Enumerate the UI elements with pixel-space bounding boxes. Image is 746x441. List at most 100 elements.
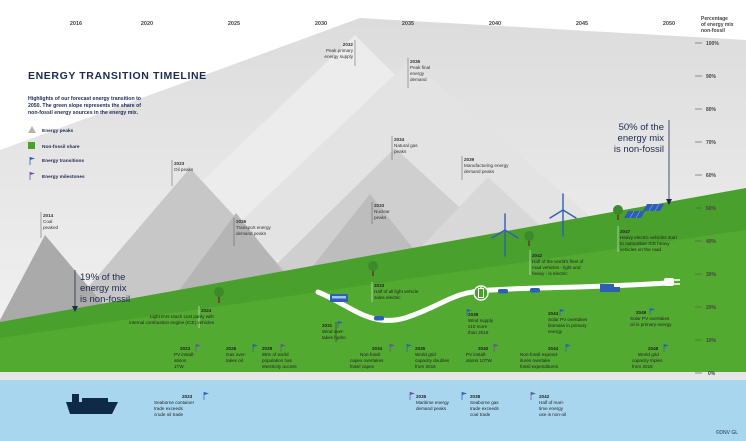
year-label: 2050 <box>663 21 675 27</box>
event-text: takes hydro <box>322 335 346 340</box>
event-year: 2042 <box>539 394 550 399</box>
blue-flag-icon <box>461 392 467 400</box>
road-event: 2047 Heavy electric vehicles start to ou… <box>617 226 678 252</box>
peak-annotation: 2026 Transport energy demand peaks <box>233 218 272 246</box>
event-text: population has <box>262 358 293 363</box>
event-year: 2031 <box>322 323 333 328</box>
wind-turbine-icon <box>491 213 519 257</box>
plug-icon <box>664 278 680 286</box>
bus-icon <box>330 294 348 302</box>
road-event: 2038 Wind supply x10 more than 2016 <box>466 309 494 335</box>
bottom-event: 2023 PV install- ations 1TW <box>174 344 201 369</box>
ship-icon <box>66 394 118 414</box>
event-text: 95% of world <box>262 352 289 357</box>
legend-item: Energy milestones <box>29 172 85 180</box>
peak-year: 2039 <box>464 157 475 162</box>
year-label: 2030 <box>315 21 327 27</box>
purple-flag-icon <box>29 172 35 180</box>
car-icon <box>498 289 508 294</box>
event-text: electricity access <box>262 364 297 369</box>
car-icon <box>530 288 540 293</box>
event-text: PV install- <box>174 352 195 357</box>
blue-flag-icon <box>337 321 343 328</box>
peak-text: Oil peaks <box>174 167 194 172</box>
event-text: from 2016 <box>632 364 653 369</box>
blue-flag-icon <box>663 344 669 352</box>
event-text: Wind supply <box>468 318 494 323</box>
event-year: 2044 <box>548 311 559 316</box>
event-text: use is non-oil <box>539 412 566 417</box>
event-text: PV install- <box>466 352 487 357</box>
pct-tick-label: 100% <box>706 41 719 47</box>
pct-tick-label: 0% <box>708 371 716 377</box>
bottom-event: 2048 World grid capacity triples from 20… <box>632 344 669 369</box>
event-year: 2049 <box>636 310 647 315</box>
event-text: to outnumber ICE heavy <box>620 241 670 246</box>
event-text: Non-fossil expend- <box>520 352 559 357</box>
truck-icon <box>600 284 620 292</box>
event-text: Half of all light vehicle <box>374 289 419 294</box>
peak-annotations: 2014 Coal peaked 2023 Oil peaks 2026 Tra… <box>40 40 509 246</box>
legend-label: Non-fossil share <box>42 144 80 150</box>
car-icon <box>374 316 384 321</box>
event-text: heavy - is electric <box>532 271 568 276</box>
percentage-axis: Percentage of energy mix non-fossil 100%… <box>695 16 734 377</box>
year-label: 2016 <box>70 21 82 27</box>
blue-flag-icon <box>29 157 35 165</box>
peak-year: 2035 <box>410 59 421 64</box>
header: ENERGY TRANSITION TIMELINE Highlights of… <box>28 70 206 116</box>
legend-label: Energy peaks <box>42 128 74 134</box>
event-text: Solar PV overtakes <box>548 317 588 322</box>
peak-annotation: 2032 Peak primary energy supply <box>324 40 356 66</box>
event-year: 2038 <box>468 312 479 317</box>
event-text: fossil capex <box>350 364 375 369</box>
event-text: Non-fossil <box>360 352 380 357</box>
sea-event: 2023 Seaborne container trade exceeds cr… <box>154 392 209 417</box>
event-text: World grid <box>638 352 659 357</box>
road-event: 2049 Solar PV overtakes oil in primary e… <box>630 308 672 327</box>
event-year: 2034 <box>372 346 383 351</box>
peak-annotation: 2023 Oil peaks <box>171 160 194 186</box>
event-year: 2040 <box>478 346 489 351</box>
road-event: 2042 Half of the world's fleet of road v… <box>529 250 584 276</box>
event-text: Light EVs reach cost parity with <box>150 314 215 319</box>
peak-year: 2032 <box>343 42 354 47</box>
intro-line: 2050. The green slope represents the sha… <box>28 103 141 109</box>
event-text: Half of the world's fleet of <box>532 259 584 264</box>
event-text: Seaborne gas <box>470 400 499 405</box>
blue-flag-icon <box>466 309 472 316</box>
pct-tick-label: 10% <box>706 338 717 344</box>
bottom-event: 2026 Gas over- takes oil <box>226 344 258 363</box>
blue-flag-icon <box>406 344 412 352</box>
event-year: 2042 <box>532 253 543 258</box>
event-text: vehicles on the road <box>620 247 662 252</box>
event-text: Solar PV overtakes <box>630 316 670 321</box>
event-text: crude oil trade <box>154 412 184 417</box>
blue-flag-icon <box>565 344 571 352</box>
event-year: 2038 <box>470 394 481 399</box>
peak-text: Natural gas <box>394 143 418 148</box>
peak-year: 2026 <box>236 219 247 224</box>
year-axis: 2016 2020 2025 2030 2035 2040 2045 2050 <box>70 21 675 27</box>
event-text: road vehicles - light and <box>532 265 581 270</box>
peak-annotation: 2034 Natural gas peaks <box>391 136 418 160</box>
event-text: Wind over- <box>322 329 345 334</box>
pct-tick-label: 80% <box>706 107 717 113</box>
callout-end: 50% of the energy mix is non-fossil <box>614 120 672 205</box>
event-text: Seaborne container <box>154 400 195 405</box>
sea-event: 2035 Maritime energy demand peaks <box>409 392 450 411</box>
callout-line: energy mix <box>618 133 665 144</box>
event-year: 2033 <box>374 283 385 288</box>
event-text: biomass in primary <box>548 323 587 328</box>
peak-text: peaked <box>43 225 59 230</box>
axis-title-line: Percentage <box>701 16 728 22</box>
event-text: ations 10TW <box>466 358 492 363</box>
solar-panel-icon <box>643 203 664 212</box>
event-text: sales electric <box>374 295 401 300</box>
blue-flag-icon <box>649 308 655 315</box>
mountain-peak-2035 <box>200 60 640 260</box>
blue-flag-icon <box>203 392 209 400</box>
event-year: 2044 <box>548 346 559 351</box>
legend-item: Non-fossil share <box>28 142 80 150</box>
pct-tick-label: 30% <box>706 272 717 278</box>
